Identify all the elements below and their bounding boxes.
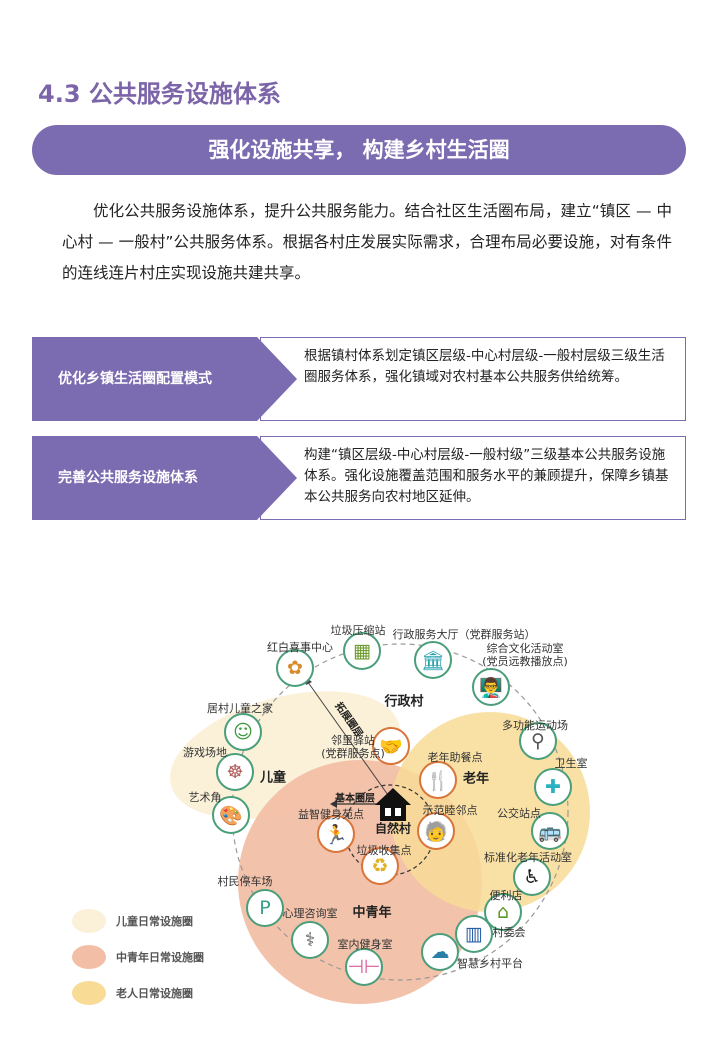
legend-item: 儿童日常设施圈	[72, 909, 193, 933]
legend-item: 中青年日常设施圈	[72, 945, 204, 969]
facility-node: ⚲	[519, 722, 557, 760]
legend-item: 老人日常设施圈	[72, 981, 193, 1005]
facility-label: 红白喜事中心	[267, 641, 333, 654]
facility-node: 🏃	[317, 815, 355, 853]
cloud-computer-icon: ☁	[430, 941, 450, 963]
facility-sublabel: (党群服务点)	[321, 747, 385, 760]
facility-node: ☁	[421, 933, 459, 971]
facility-node: ✿	[276, 649, 314, 687]
bus-icon: 🚌	[538, 820, 562, 843]
elderly-person-icon: 🧓	[424, 820, 448, 843]
legend-swatch	[72, 945, 106, 969]
facility-node: ⚕	[291, 921, 329, 959]
zone-label-children: 儿童	[259, 770, 287, 786]
facility-node: ✚	[534, 768, 572, 806]
sports-field-icon: ⚲	[531, 730, 545, 752]
flower-icon: ✿	[287, 657, 303, 679]
truck-icon: ▦	[353, 640, 371, 662]
facility-node: ▥	[455, 915, 493, 953]
facility-label: 卫生室	[554, 757, 588, 770]
runner-icon: 🏃	[324, 823, 348, 846]
facility-label: 心理咨询室	[282, 907, 338, 920]
facility-label: 便利店	[489, 889, 523, 902]
facility-label: 室内健身室	[337, 938, 393, 951]
teacher-board-icon: 👨‍🏫	[479, 676, 503, 699]
strategy-text: 根据镇村体系划定镇区层级-中心村层级-一般村层级三级生活圈服务体系，强化镇域对农…	[304, 348, 665, 385]
legend-label: 儿童日常设施圈	[116, 915, 193, 928]
facility-node: 🍴	[419, 761, 457, 799]
legend-label: 老人日常设施圈	[116, 987, 193, 1000]
facility-label: 智慧乡村平台	[457, 957, 523, 970]
wheelchair-icon: ♿	[523, 866, 541, 888]
facility-label: 综合文化活动室	[486, 642, 564, 655]
office-building-icon: ▥	[465, 923, 483, 945]
facility-label: 标准化老年活动室	[484, 851, 572, 864]
stethoscope-icon: ⚕	[304, 929, 316, 951]
zone-label-admin-village: 行政村	[384, 694, 424, 710]
recycle-bin-icon: ♻	[371, 855, 389, 877]
facility-node: ☺	[224, 713, 262, 751]
facility-label: 益智健身苑点	[298, 808, 364, 821]
facility-label: 垃圾压缩站	[330, 624, 386, 637]
section-title: 4.3 公共服务设施体系	[38, 80, 281, 108]
palette-icon: 🎨	[219, 804, 243, 827]
facility-label: 老年助餐点	[427, 751, 483, 764]
expand-ring	[231, 643, 569, 981]
strategy-text-box	[260, 436, 686, 520]
facility-label: 示范睦邻点	[422, 804, 478, 817]
government-building-icon: 🏛	[420, 649, 446, 672]
facility-node: 🚌	[531, 812, 569, 850]
dumbbell-icon: ⊣⊢	[347, 956, 381, 978]
house-icon	[375, 788, 411, 821]
facility-label: 游戏场地	[183, 746, 227, 759]
facility-label: 垃圾收集点	[356, 844, 412, 857]
facility-node: ⊣⊢	[345, 948, 383, 986]
baby-icon: ☺	[233, 721, 253, 743]
facility-label: 公交站点	[497, 807, 541, 820]
facility-node: ☸	[216, 753, 254, 791]
strategy-text-box	[260, 337, 686, 421]
facility-sublabel: (党员远教播放点)	[482, 655, 568, 668]
zone-label-youth: 中青年	[352, 905, 392, 921]
intro-paragraph: 优化公共服务设施体系，提升公共服务能力。结合社区生活圈布局，建立“镇区 — 中心…	[62, 202, 672, 282]
facility-label: 邻里驿站	[331, 734, 375, 747]
store-icon: ⌂	[496, 901, 510, 923]
strategy-row: 完善公共服务设施体系 构建“镇区层级-中心村层级-一般村级”三级基本公共服务设施…	[32, 436, 686, 520]
facility-node: ▦	[343, 632, 381, 670]
life-circle-diagram: 行政村 儿童 老年 中青年 自然村 拓展圈层 基本圈层 ✿红白喜事中心▦垃圾压缩…	[0, 600, 720, 1040]
zone-label-elderly: 老年	[462, 771, 490, 787]
strategy-row: 优化乡镇生活圈配置模式 根据镇村体系划定镇区层级-中心村层级-一般村层级三级生活…	[32, 337, 686, 421]
facility-node: 🏛	[414, 641, 452, 679]
medical-cross-icon: ✚	[545, 776, 561, 798]
facility-node: 🤝	[372, 727, 410, 765]
facility-node: 🧓	[417, 812, 455, 850]
expand-arrow	[304, 677, 389, 796]
facility-label: 艺术角	[188, 791, 222, 804]
parking-icon: P	[259, 897, 271, 919]
legend-swatch	[72, 909, 106, 933]
facility-label: 居村儿童之家	[207, 702, 273, 715]
facility-label: 村委会	[492, 926, 526, 939]
basic-layer-label: 基本圈层	[335, 793, 375, 805]
cutlery-icon: 🍴	[426, 769, 450, 792]
ferris-wheel-icon: ☸	[226, 761, 244, 783]
strategy-label: 完善公共服务设施体系	[32, 436, 297, 520]
strategy-label: 优化乡镇生活圈配置模式	[32, 337, 297, 421]
facility-node: 🎨	[212, 796, 250, 834]
banner-heading: 强化设施共享， 构建乡村生活圈	[32, 125, 686, 175]
legend-swatch	[72, 981, 106, 1005]
handshake-icon: 🤝	[379, 735, 403, 758]
facility-label: 行政服务大厅（党群服务站）	[392, 628, 536, 641]
facility-node: ♻	[361, 847, 399, 885]
zone-label-natural-village: 自然村	[374, 821, 412, 836]
strategy-text: 构建“镇区层级-中心村层级-一般村级”三级基本公共服务设施体系。强化设施覆盖范围…	[304, 447, 669, 505]
facility-label: 多功能运动场	[502, 719, 568, 732]
facility-node: 👨‍🏫	[472, 668, 510, 706]
elderly-circle	[390, 712, 590, 912]
legend-label: 中青年日常设施圈	[116, 951, 204, 964]
facility-label: 村民停车场	[217, 875, 273, 888]
facility-node: ♿	[513, 858, 551, 896]
facility-node: P	[246, 889, 284, 927]
